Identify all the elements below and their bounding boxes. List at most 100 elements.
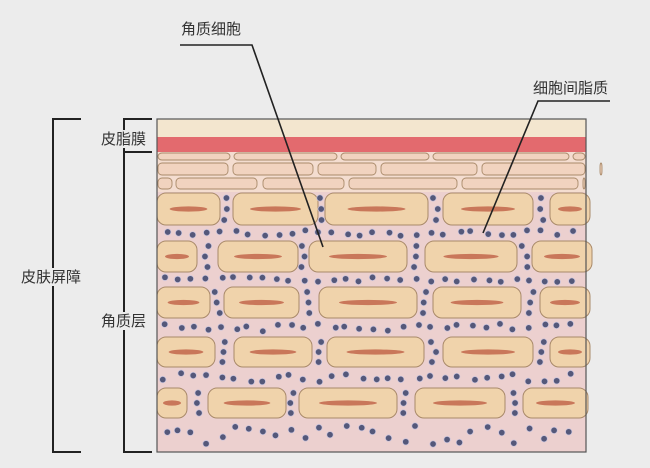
lipid-dot <box>453 277 461 286</box>
lipid-dot <box>498 429 506 437</box>
lipid-dot <box>315 378 324 386</box>
cell-nucleus <box>169 206 208 212</box>
lipid-dot <box>287 426 295 434</box>
lipid-dot <box>526 298 534 307</box>
lipid-dot <box>536 226 545 234</box>
lipid-dot <box>301 277 309 285</box>
lipid-dot <box>470 275 478 284</box>
lipid-dot <box>217 323 225 331</box>
cell-nucleus <box>250 206 301 212</box>
lipid-dot <box>568 277 576 285</box>
lipid-dot <box>415 321 423 329</box>
lipid-dot <box>195 409 203 417</box>
lipid-dot <box>216 227 224 236</box>
cell-nucleus <box>249 349 297 355</box>
lipid-dot <box>550 426 558 434</box>
lipid-dot <box>343 422 351 430</box>
label-skin-barrier: 皮肤屏障 <box>21 268 82 286</box>
sebum-red-band <box>157 137 586 152</box>
flat-cell <box>262 177 345 190</box>
lipid-dot <box>385 229 394 237</box>
label-sebum-film: 皮脂膜 <box>101 130 147 148</box>
lipid-dot <box>354 277 363 285</box>
cell-nucleus <box>239 299 284 306</box>
lipid-dot <box>508 370 517 378</box>
lipid-dot <box>432 348 440 356</box>
lipid-dot <box>161 320 169 328</box>
flat-cell <box>232 162 314 176</box>
lipid-dot <box>161 273 169 281</box>
lipid-dot <box>540 377 549 385</box>
lipid-dot <box>541 320 549 329</box>
lipid-dot <box>328 372 336 380</box>
corneocyte-leader <box>180 44 324 248</box>
lipid-dot <box>299 324 307 332</box>
lipid-dot <box>496 320 504 328</box>
lipid-dot <box>261 232 269 240</box>
lipid-dot <box>565 428 573 436</box>
lipid-dot <box>286 399 294 407</box>
lipid-dot <box>258 378 266 386</box>
flat-cell <box>175 177 258 190</box>
lipid-dot <box>413 275 421 283</box>
cell-nucleus <box>346 349 405 355</box>
lipid-dot <box>316 194 324 202</box>
lipid-dot <box>399 399 408 407</box>
lipid-dot <box>186 275 194 283</box>
cell-nucleus <box>168 349 204 355</box>
flat-cell <box>348 177 458 190</box>
intercellular-lipid-dots <box>156 118 587 453</box>
lipid-dot <box>274 321 282 329</box>
lipid-dot <box>498 372 506 380</box>
lipid-dot <box>369 325 377 333</box>
flat-cell <box>432 152 570 161</box>
lipid-dot <box>508 325 516 333</box>
lipid-dot <box>509 231 517 239</box>
lipid-dot <box>271 431 280 439</box>
lipid-dot <box>432 216 440 224</box>
lipid-dot <box>299 375 307 384</box>
lipid-dot <box>396 276 404 284</box>
lipid-dot <box>219 433 227 441</box>
lipid-dot <box>373 375 381 383</box>
lipid-dot <box>426 372 434 380</box>
cell-nucleus <box>443 253 499 260</box>
lipid-dot <box>427 229 436 237</box>
lipid-dot <box>552 321 560 329</box>
cell-nucleus <box>461 349 515 355</box>
lipid-dot <box>416 374 424 383</box>
lipid-dot <box>400 323 408 331</box>
lipid-dot <box>275 373 283 381</box>
lipid-dot <box>202 440 210 448</box>
lipid-dot <box>471 376 479 384</box>
lipid-dot <box>288 230 297 238</box>
lipid-dot <box>175 229 183 237</box>
flat-cell <box>340 152 430 161</box>
lipid-dot <box>189 231 197 239</box>
lipid-dot <box>410 263 418 271</box>
lipid-dot <box>220 216 228 224</box>
lipid-dot <box>327 228 335 236</box>
lipid-dot <box>523 263 531 271</box>
lipid-dot <box>536 205 544 213</box>
lipid-dot <box>523 252 531 261</box>
lipid-dot <box>553 231 561 239</box>
cell-nucleus <box>544 253 580 260</box>
lipid-dot <box>317 205 325 213</box>
lipid-dot <box>303 288 311 296</box>
lipid-dot <box>326 431 334 439</box>
cell-nucleus <box>550 299 580 306</box>
lipid-dot <box>342 370 350 378</box>
lipid-dot <box>541 277 549 286</box>
lipid-dot <box>497 278 505 286</box>
lipid-dot <box>213 298 221 307</box>
lipid-dot <box>229 375 237 383</box>
lipid-dot <box>344 230 352 238</box>
flat-cell <box>582 177 586 190</box>
cell-nucleus <box>223 400 271 406</box>
diagram-border <box>156 118 587 453</box>
flat-cell <box>157 177 173 190</box>
lipid-dot <box>242 322 250 331</box>
lipid-dot <box>232 227 241 235</box>
